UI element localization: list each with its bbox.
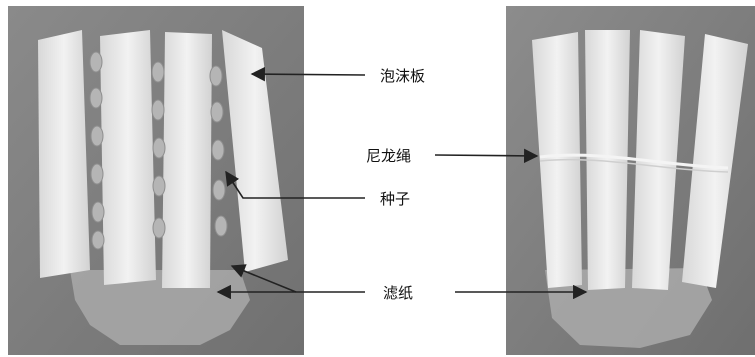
filter-paper-left [70,270,250,345]
foam-board-right-3 [632,30,685,290]
seed-column-left-1 [89,51,105,250]
seed-column-left-3 [209,65,228,237]
foam-board-right-2 [585,30,630,290]
foam-board-right-4 [682,34,748,288]
right-photo [506,6,755,355]
seed-column-left-2 [151,61,166,239]
arrow-seed [225,170,365,199]
foam-board-left-1 [38,30,90,278]
annotation-arrows [216,66,588,300]
foam-board-left-2 [100,30,156,285]
label-foam-board: 泡沫板 [380,67,425,85]
label-seed: 种子 [380,190,410,208]
arrow-nylon-rope [434,148,539,164]
label-nylon-rope: 尼龙绳 [366,147,411,165]
arrow-filter-paper-left-2 [230,264,297,293]
left-photo [8,6,304,355]
arrow-foam-board [250,66,366,82]
label-filter-paper: 滤纸 [383,284,413,302]
nylon-rope-right [539,153,729,170]
foam-board-left-4 [222,30,288,272]
foam-board-left-3 [162,32,212,288]
